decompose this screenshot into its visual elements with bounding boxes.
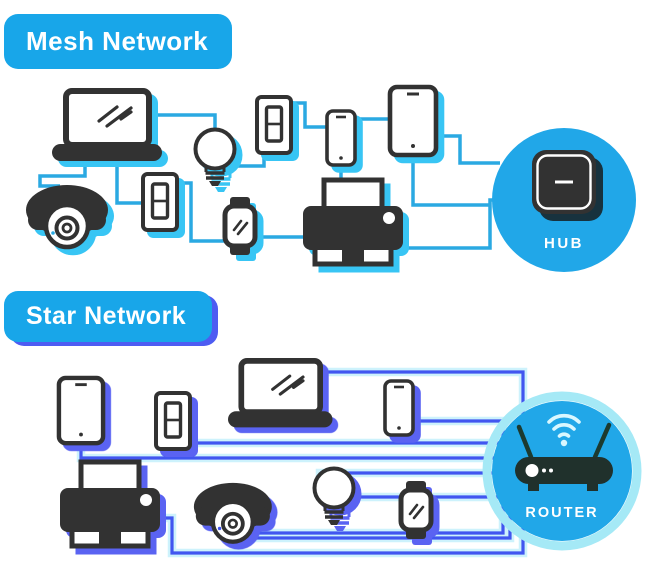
router-ring bbox=[482, 391, 642, 551]
mesh-network-banner: Mesh Network bbox=[4, 14, 232, 69]
printer-icon bbox=[60, 462, 160, 546]
laptop-icon bbox=[52, 91, 162, 161]
tablet-icon bbox=[59, 378, 103, 443]
smartwatch-icon bbox=[225, 197, 257, 255]
light-switch-icon bbox=[154, 391, 192, 451]
smartwatch-icon bbox=[401, 481, 433, 539]
light-switch-icon bbox=[141, 172, 179, 232]
smartphone-icon bbox=[325, 109, 357, 167]
mesh-network-title: Mesh Network bbox=[26, 26, 209, 56]
hub-label: HUB bbox=[544, 235, 584, 252]
security-camera-icon bbox=[26, 185, 108, 247]
tablet-icon bbox=[390, 87, 436, 155]
hub-icon bbox=[530, 148, 598, 216]
light-bulb-icon bbox=[193, 127, 237, 188]
laptop-icon bbox=[228, 361, 333, 428]
smartphone-icon bbox=[383, 379, 415, 437]
router-icon bbox=[515, 413, 613, 491]
light-bulb-icon bbox=[312, 466, 356, 527]
star-network-banner: Star Network bbox=[4, 291, 212, 342]
printer-icon bbox=[303, 180, 403, 264]
wifi-icon bbox=[547, 413, 581, 438]
light-switch-icon bbox=[255, 95, 293, 155]
router-label: ROUTER bbox=[525, 505, 598, 521]
star-network-title: Star Network bbox=[26, 302, 187, 330]
mesh-connection-lines bbox=[38, 101, 512, 250]
